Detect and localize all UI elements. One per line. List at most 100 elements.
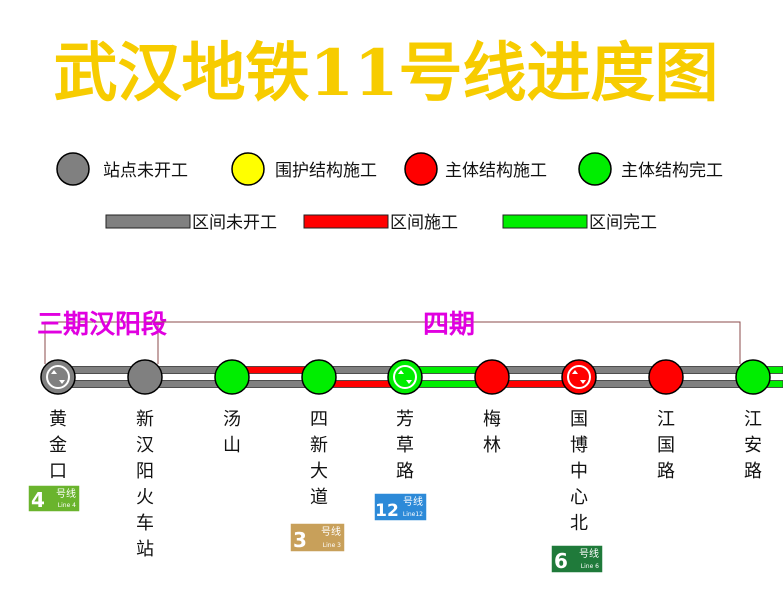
segment-bracket-line: [44, 321, 741, 364]
transfer-arrows-icon: [51, 370, 65, 384]
station-name-char: 江: [744, 409, 762, 430]
station-name-char: 江: [657, 409, 675, 430]
station-name: 黄金口: [49, 409, 67, 482]
line-badge-en: Line 6: [581, 563, 599, 570]
station-name-char: 国: [657, 435, 675, 456]
transfer-arrows-icon: [572, 370, 586, 384]
station-marker: [127, 359, 163, 395]
legend-section-label: 区间完工: [589, 213, 657, 233]
legend-station-label: 主体结构完工: [621, 161, 723, 181]
station-name-char: 芳: [396, 409, 414, 430]
line-badge-en: Line 3: [323, 542, 341, 549]
station-name-char: 博: [570, 435, 588, 456]
station-name-char: 金: [49, 435, 67, 456]
line-badge-cn: 号线: [56, 487, 76, 500]
station-marker: [474, 359, 510, 395]
station-name-char: 中: [570, 461, 588, 482]
line-badge-bg: [550, 544, 604, 574]
station-name: 江国路: [657, 409, 675, 482]
station-9: 江安路: [735, 359, 771, 482]
line-badge: 6 号线 Line 6: [550, 544, 604, 574]
station-name-char: 阳: [136, 461, 154, 482]
legend-section-swatch: [303, 214, 389, 229]
station-name-char: 山: [223, 435, 241, 456]
station-name-char: 草: [396, 435, 414, 456]
station-name-char: 路: [744, 461, 762, 482]
station-marker: [301, 359, 337, 395]
line-badge-en: Line 4: [58, 502, 76, 509]
legend-section-label: 区间未开工: [192, 213, 277, 233]
transfer-icon: [567, 365, 591, 389]
station-name-char: 黄: [49, 409, 67, 430]
line-badge: 3 号线 Line 3: [289, 522, 346, 553]
station-name-char: 大: [310, 461, 328, 482]
line-badge-bg: [27, 484, 81, 513]
legend-station-marker: [404, 152, 438, 186]
station-name: 芳草路: [396, 409, 414, 482]
line-badge-cn: 号线: [403, 495, 423, 508]
station-name-char: 四: [310, 409, 328, 430]
station-5: 芳草路 12 号线 Line12: [373, 359, 428, 522]
legend-station-label: 站点未开工: [103, 161, 188, 181]
legend-station-marker: [578, 152, 612, 186]
station-name-char: 汉: [136, 435, 154, 456]
station-8: 江国路: [648, 359, 684, 482]
station-marker: [40, 359, 76, 395]
station-name: 梅林: [483, 409, 501, 456]
legend-station-marker: [56, 152, 90, 186]
page-title: 武汉地铁11号线进度图: [53, 36, 718, 111]
line-badge-cn: 号线: [579, 547, 599, 560]
transfer-arrows-icon: [398, 370, 412, 384]
station-name-char: 心: [570, 487, 588, 508]
station-name-char: 路: [396, 461, 414, 482]
station-name: 四新大道: [310, 409, 328, 508]
line-badge-number: 6: [554, 549, 568, 573]
legend-section-label: 区间施工: [390, 213, 458, 233]
station-marker: [648, 359, 684, 395]
station-name-char: 新: [310, 435, 328, 456]
station-marker: [387, 359, 423, 395]
station-3: 汤山: [214, 359, 250, 456]
station-name: 汤山: [223, 409, 241, 456]
transfer-icon: [46, 365, 70, 389]
station-name-char: 北: [570, 513, 588, 534]
line-badge-en: Line12: [403, 511, 423, 518]
legend-station-label: 围护结构施工: [275, 161, 377, 181]
station-name: 新汉阳火车站: [136, 409, 154, 560]
line-badge-cn: 号线: [321, 525, 341, 538]
line-badge-number: 4: [31, 488, 45, 512]
station-name-char: 火: [136, 487, 154, 508]
station-6: 梅林: [474, 359, 510, 456]
station-name-char: 安: [744, 435, 762, 456]
line-badge-bg: [373, 492, 428, 522]
segment-brackets: 三期汉阳段四期: [37, 309, 741, 364]
segment-label: 三期汉阳段: [37, 309, 167, 340]
station-marker: [735, 359, 771, 395]
line-badge-number: 12: [375, 501, 399, 521]
station-name-char: 国: [570, 409, 588, 430]
line-badge-number: 3: [293, 528, 307, 552]
station-name-char: 道: [310, 487, 328, 508]
legend-section-swatch: [105, 214, 191, 229]
line-badge-bg: [289, 522, 346, 553]
station-name-char: 口: [49, 461, 67, 482]
legend-station-marker: [231, 152, 265, 186]
legend-station-label: 主体结构施工: [445, 161, 547, 181]
station-name-char: 站: [136, 539, 154, 560]
station-2: 新汉阳火车站: [127, 359, 163, 560]
station-name-char: 车: [136, 513, 154, 534]
station-name-char: 林: [483, 435, 501, 456]
station-name: 国博中心北: [570, 409, 588, 534]
station-marker: [561, 359, 597, 395]
station-marker: [214, 359, 250, 395]
transfer-icon: [393, 365, 417, 389]
line-badge: 12 号线 Line12: [373, 492, 428, 522]
station-name-char: 路: [657, 461, 675, 482]
line-badge: 4 号线 Line 4: [27, 484, 81, 513]
